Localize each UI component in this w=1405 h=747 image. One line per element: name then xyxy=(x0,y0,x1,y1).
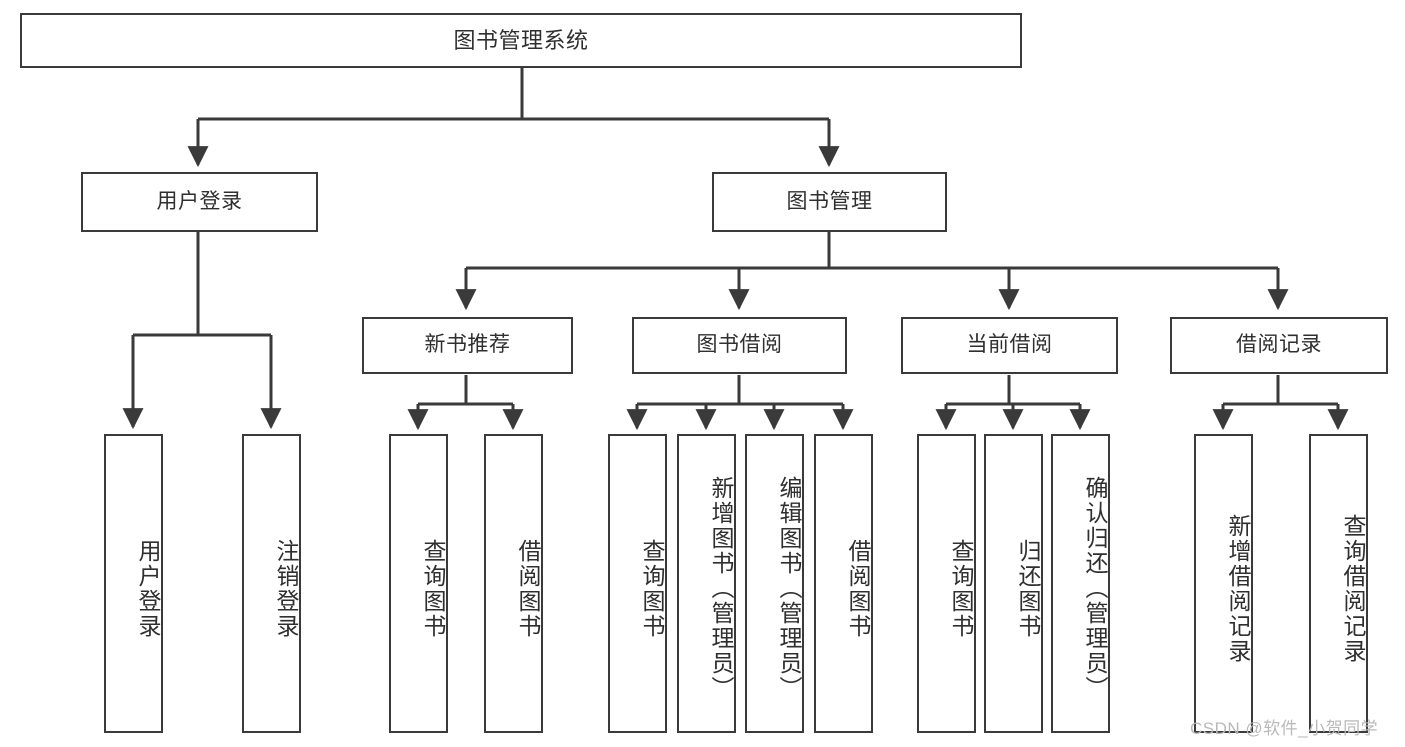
node-new-book-recommend[interactable]: 新书推荐 xyxy=(362,317,573,374)
leaf-label: 查询借阅记录 xyxy=(1340,513,1366,664)
leaf-query-book-current[interactable]: 查询图书 xyxy=(917,434,976,733)
node-book-borrow[interactable]: 图书借阅 xyxy=(632,317,847,374)
node-user-login[interactable]: 用户登录 xyxy=(81,172,318,232)
node-book-manage[interactable]: 图书管理 xyxy=(712,172,947,232)
leaf-add-borrow-record[interactable]: 新增借阅记录 xyxy=(1194,434,1253,733)
leaf-query-borrow-record[interactable]: 查询借阅记录 xyxy=(1309,434,1368,733)
node-borrow-record[interactable]: 借阅记录 xyxy=(1170,317,1388,374)
leaf-label: 查询图书 xyxy=(420,538,446,639)
leaf-query-book-new[interactable]: 查询图书 xyxy=(389,434,448,733)
leaf-label: 新增图书（管理员） xyxy=(708,476,734,701)
leaf-borrow-book[interactable]: 借阅图书 xyxy=(814,434,873,733)
leaf-label: 用户登录 xyxy=(135,538,161,639)
leaf-label: 归还图书 xyxy=(1015,538,1041,639)
leaf-logout[interactable]: 注销登录 xyxy=(242,434,301,733)
node-root[interactable]: 图书管理系统 xyxy=(20,13,1022,68)
leaf-query-book-borrow[interactable]: 查询图书 xyxy=(608,434,667,733)
leaf-return-book[interactable]: 归还图书 xyxy=(984,434,1043,733)
leaf-borrow-book-new[interactable]: 借阅图书 xyxy=(484,434,543,733)
leaf-confirm-return[interactable]: 确认归还（管理员） xyxy=(1051,434,1110,733)
leaf-label: 借阅图书 xyxy=(515,538,541,639)
leaf-label: 查询图书 xyxy=(948,538,974,639)
leaf-edit-book[interactable]: 编辑图书（管理员） xyxy=(745,434,804,733)
leaf-user-login[interactable]: 用户登录 xyxy=(104,434,163,733)
leaf-label: 查询图书 xyxy=(639,538,665,639)
node-current-borrow[interactable]: 当前借阅 xyxy=(901,317,1118,374)
leaf-label: 借阅图书 xyxy=(845,538,871,639)
watermark: CSDN @软件_小贺同学 xyxy=(1190,719,1379,738)
leaf-label: 注销登录 xyxy=(273,538,299,639)
leaf-label: 确认归还（管理员） xyxy=(1082,476,1108,701)
leaf-add-book[interactable]: 新增图书（管理员） xyxy=(677,434,736,733)
leaf-label: 编辑图书（管理员） xyxy=(776,476,802,701)
leaf-label: 新增借阅记录 xyxy=(1225,513,1251,664)
